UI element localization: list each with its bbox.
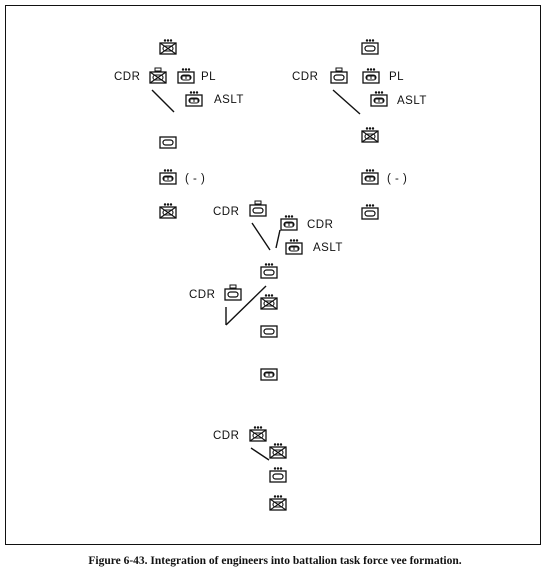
right-pl-engineer-symbol (362, 68, 380, 84)
left-trail-2-mechanized-infantry-symbol (159, 203, 177, 219)
pl-label-right: PL (389, 71, 405, 83)
reserve-3-tank-platoon-symbol (260, 325, 278, 338)
cdr-label-left: CDR (114, 71, 141, 83)
reserve-4-engineer-symbol (260, 368, 278, 381)
left-cdr-link (151, 89, 175, 113)
rear-2-tank-platoon-symbol (269, 467, 287, 483)
cdr-label-center-2: CDR (307, 219, 334, 231)
rear-3-mechanized-infantry-symbol (269, 495, 287, 511)
right-aslt-engineer-symbol (370, 91, 388, 107)
rear-1-mechanized-infantry-symbol (269, 443, 287, 459)
cdr-label-rear: CDR (213, 430, 240, 442)
left-aslt-engineer-symbol (185, 91, 203, 107)
left-pl-engineer-symbol (177, 68, 195, 84)
left-minus-engineer-symbol (159, 169, 177, 185)
center-cdr-2-engineer-symbol (280, 215, 298, 231)
left-trail-1-tank-platoon-symbol (159, 136, 177, 149)
rear-cdr-link (250, 447, 270, 461)
figure-caption: Figure 6-43. Integration of engineers in… (88, 555, 462, 567)
cdr-label-center: CDR (213, 206, 240, 218)
left-cdr-mechanized-infantry-symbol (149, 67, 167, 84)
left-lead-mechanized-infantry-symbol (159, 39, 177, 55)
figure-frame (5, 5, 541, 545)
right-cdr-tank-platoon-symbol (330, 67, 348, 84)
aslt-label-center: ASLT (313, 242, 343, 254)
center-aslt-engineer-symbol (285, 239, 303, 255)
right-cdr-link (332, 89, 361, 115)
reserve-cdr-link-2 (225, 285, 267, 326)
pl-label-left: PL (201, 71, 217, 83)
reserve-1-tank-platoon-symbol (260, 263, 278, 279)
right-trail-1-mechanized-infantry-symbol (361, 127, 379, 143)
center-cdr-link (251, 222, 271, 251)
minus-label-left: ( - ) (185, 173, 206, 185)
aslt-label-left: ASLT (214, 94, 244, 106)
cdr-label-reserve: CDR (189, 289, 216, 301)
reserve-2-mechanized-infantry-symbol (260, 294, 278, 310)
center-cdr-2-link (275, 229, 281, 249)
aslt-label-right: ASLT (397, 95, 427, 107)
minus-label-right: ( - ) (387, 173, 408, 185)
right-lead-tank-platoon-symbol (361, 39, 379, 55)
reserve-cdr-tank-platoon-symbol (224, 284, 242, 301)
right-trail-2-tank-platoon-symbol (361, 204, 379, 220)
cdr-label-right: CDR (292, 71, 319, 83)
right-minus-engineer-symbol (361, 169, 379, 185)
rear-cdr-mechanized-infantry-symbol (249, 426, 267, 442)
center-cdr-tank-platoon-symbol (249, 200, 267, 217)
